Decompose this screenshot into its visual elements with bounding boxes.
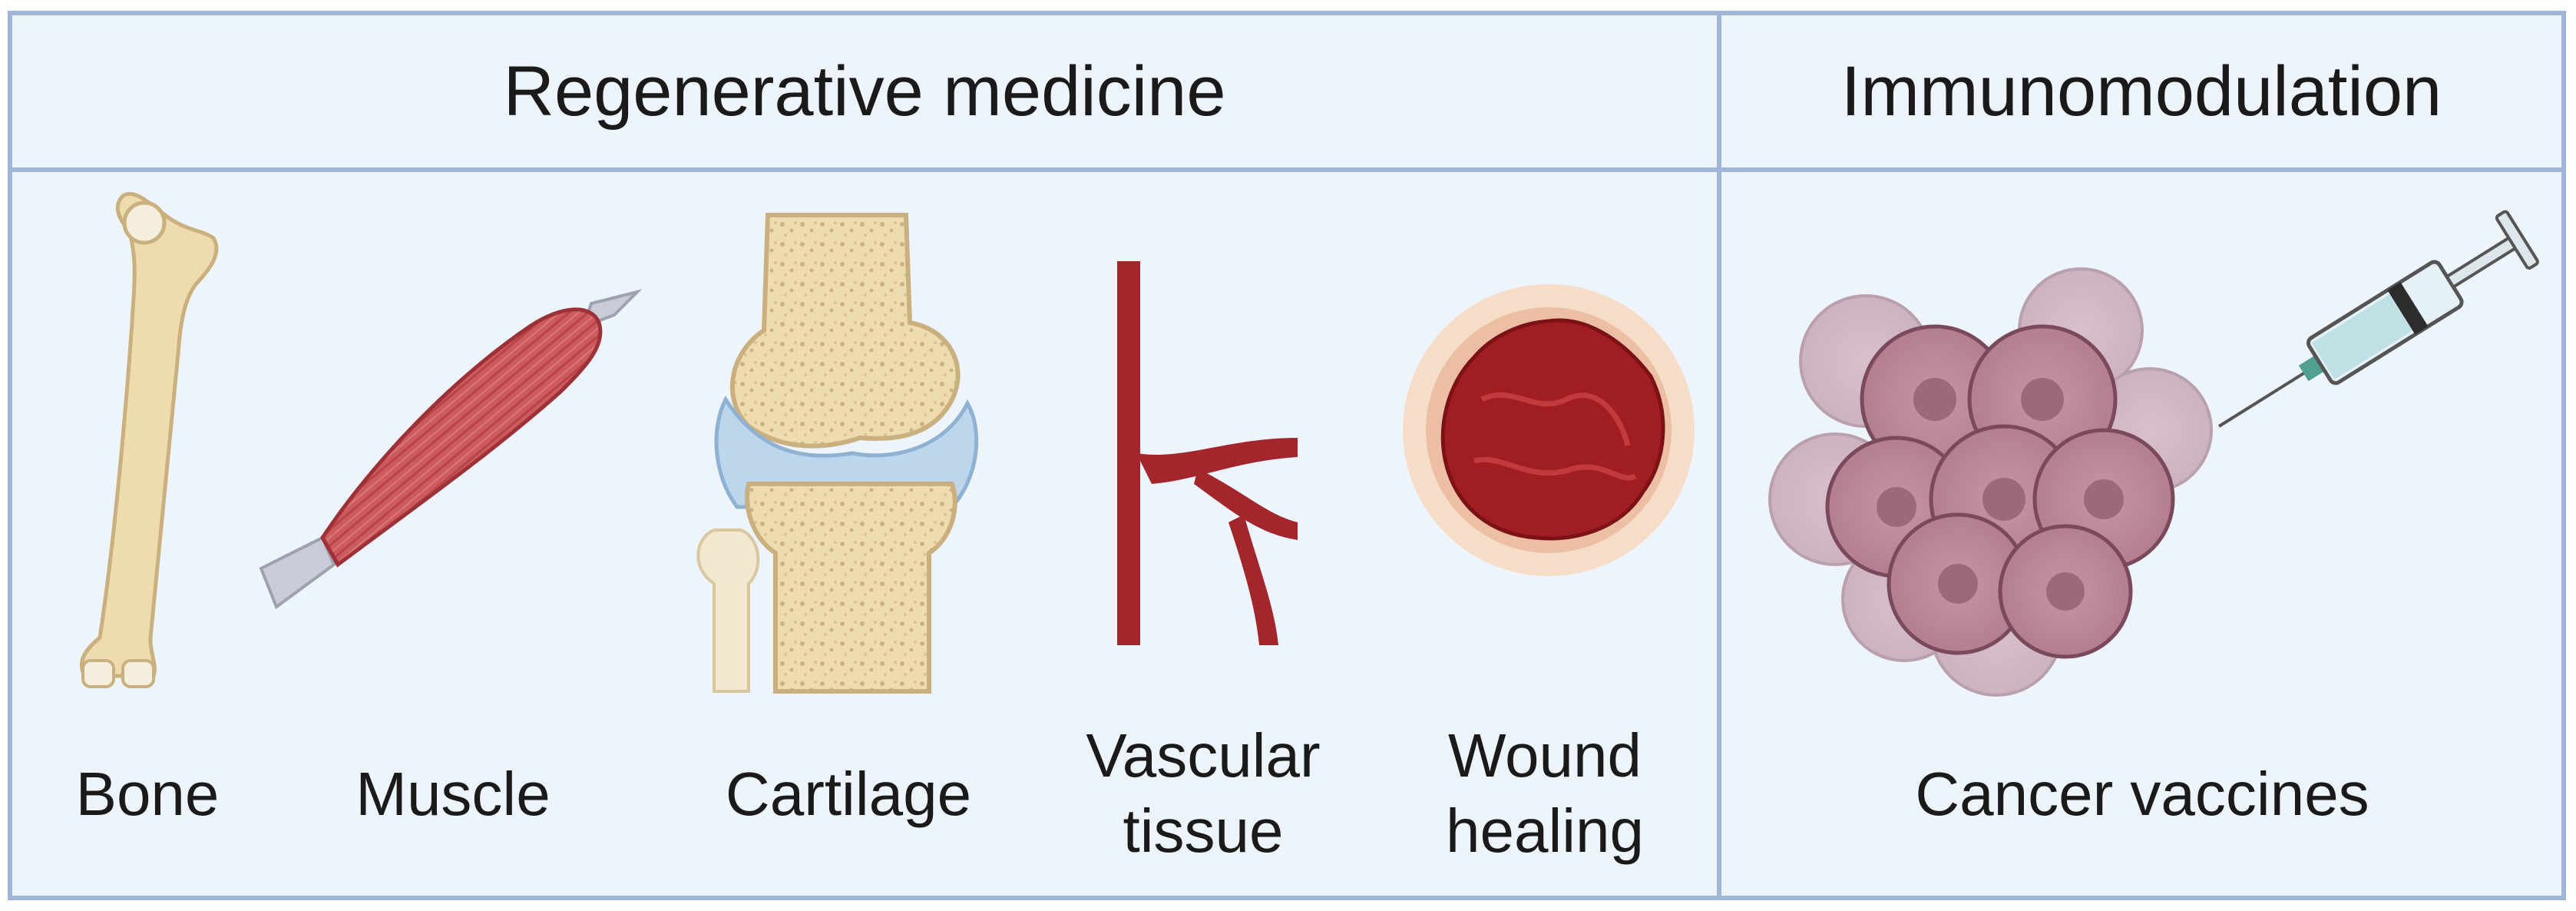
label-wound-healing: Wound healing [1446,718,1644,869]
section-divider-vertical [1717,11,1721,900]
label-vascular-line2: tissue [1123,797,1284,865]
wound-icon [1403,284,1695,576]
tumor-cells-syringe-icon [1768,210,2539,697]
blood-vessel-icon [1117,261,1298,645]
section-title-regenerative-medicine: Regenerative medicine [503,51,1226,131]
label-bone: Bone [75,760,220,828]
bone-icon [79,191,219,688]
label-cancer-vaccines: Cancer vaccines [1915,760,2369,828]
knee-joint-icon [696,213,979,694]
label-vascular-line1: Vascular [1086,721,1321,790]
section-title-immunomodulation: Immunomodulation [1840,51,2442,131]
label-cartilage: Cartilage [725,760,972,828]
label-wound-line2: healing [1445,797,1645,865]
header-divider [8,167,2566,172]
label-vascular-tissue: Vascular tissue [1086,718,1320,869]
label-wound-line1: Wound [1447,721,1642,790]
label-muscle: Muscle [355,760,551,828]
muscle-icon [259,289,643,610]
